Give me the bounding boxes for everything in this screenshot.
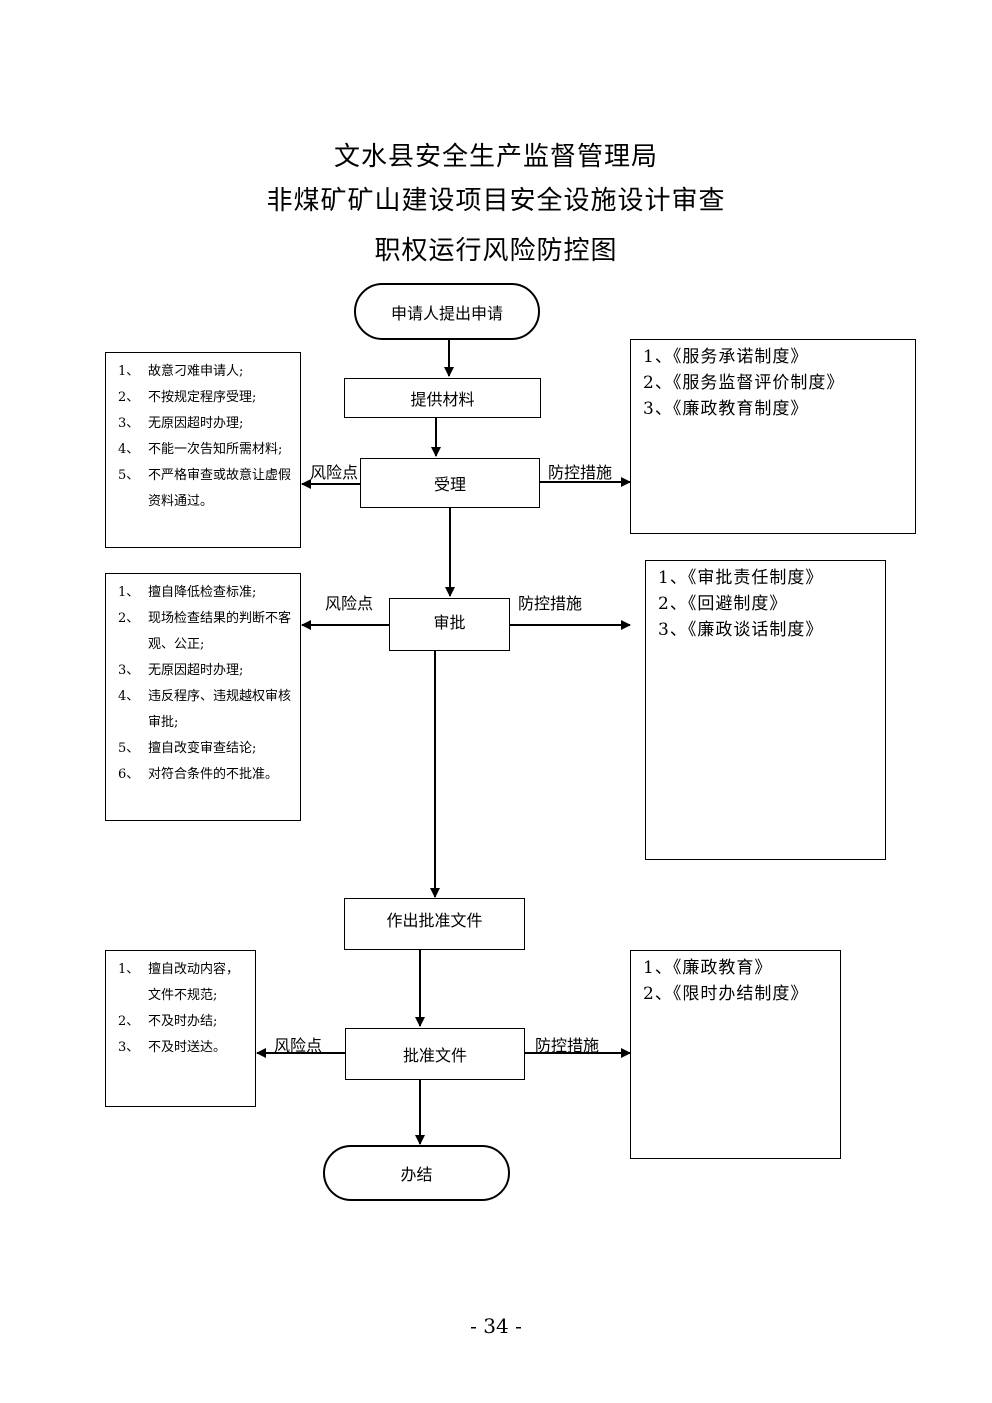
page-number: - 34 - [470, 1314, 522, 1338]
control-item: 1、《廉政教育》 [643, 958, 773, 978]
label-control-accept: 防控措施 [548, 463, 613, 482]
control-item: 2、《服务监督评价制度》 [643, 373, 845, 393]
node-approve: 审批 [389, 598, 510, 651]
control-item: 1、《审批责任制度》 [658, 568, 824, 588]
title-line-1: 文水县安全生产监督管理局 [333, 142, 658, 172]
control-item: 3、《廉政教育制度》 [643, 399, 809, 419]
node-issue-label: 作出批准文件 [386, 911, 483, 930]
node-accept: 受理 [360, 458, 540, 508]
risk-item: 4、不能一次告知所需材料; [118, 442, 283, 457]
node-approval-doc: 批准文件 [345, 1028, 525, 1080]
risk-item: 1、擅自改动内容，文件不规范; [118, 962, 240, 1003]
node-finish-label: 办结 [400, 1165, 433, 1184]
node-start: 申请人提出申请 [354, 283, 540, 340]
node-approval-doc-label: 批准文件 [402, 1046, 467, 1065]
risk-item: 3、无原因超时办理; [118, 663, 244, 678]
risk-item: 3、不及时送达。 [118, 1040, 227, 1055]
risk-item: 3、无原因超时办理; [118, 416, 244, 431]
control-item: 2、《限时办结制度》 [643, 984, 809, 1004]
control-item: 2、《回避制度》 [658, 594, 788, 614]
control-item: 1、《服务承诺制度》 [643, 347, 809, 367]
control-box-accept: 1、《服务承诺制度》 2、《服务监督评价制度》 3、《廉政教育制度》 [630, 339, 916, 534]
risk-item: 2、不及时办结; [118, 1014, 218, 1029]
risk-box-accept: 1、故意刁难申请人; 2、不按规定程序受理; 3、无原因超时办理; 4、不能一次… [105, 352, 301, 548]
label-risk-accept: 风险点 [310, 463, 359, 482]
node-approve-label: 审批 [433, 613, 466, 632]
risk-item: 4、违反程序、违规越权审核审批; [118, 689, 292, 730]
label-control-approval-doc: 防控措施 [535, 1036, 600, 1055]
risk-item: 2、不按规定程序受理; [118, 390, 257, 405]
risk-item: 6、对符合条件的不批准。 [118, 767, 279, 782]
risk-box-approve: 1、擅自降低检查标准; 2、现场检查结果的判断不客观、公正; 3、无原因超时办理… [105, 573, 301, 821]
title-line-2: 非煤矿矿山建设项目安全设施设计审查 [266, 186, 726, 216]
risk-item: 5、擅自改变审查结论; [118, 741, 257, 756]
label-control-approve: 防控措施 [518, 594, 583, 613]
label-risk-approval-doc: 风险点 [274, 1036, 323, 1055]
node-materials-label: 提供材料 [410, 390, 475, 409]
node-start-label: 申请人提出申请 [390, 303, 503, 323]
control-box-approve: 1、《审批责任制度》 2、《回避制度》 3、《廉政谈话制度》 [645, 560, 886, 860]
node-finish: 办结 [323, 1145, 510, 1201]
label-risk-approve: 风险点 [325, 594, 374, 613]
risk-item: 5、不严格审查或故意让虚假资料通过。 [118, 468, 292, 509]
control-box-approval-doc: 1、《廉政教育》 2、《限时办结制度》 [630, 950, 841, 1159]
title-line-3: 职权运行风险防控图 [374, 236, 618, 266]
node-accept-label: 受理 [433, 475, 466, 494]
risk-box-approval-doc: 1、擅自改动内容，文件不规范; 2、不及时办结; 3、不及时送达。 [105, 950, 256, 1107]
node-materials: 提供材料 [344, 378, 541, 418]
risk-item: 1、擅自降低检查标准; [118, 585, 257, 600]
risk-item: 1、故意刁难申请人; [118, 364, 244, 379]
node-issue: 作出批准文件 [344, 898, 525, 950]
risk-item: 2、现场检查结果的判断不客观、公正; [118, 611, 292, 652]
control-item: 3、《廉政谈话制度》 [658, 620, 824, 640]
